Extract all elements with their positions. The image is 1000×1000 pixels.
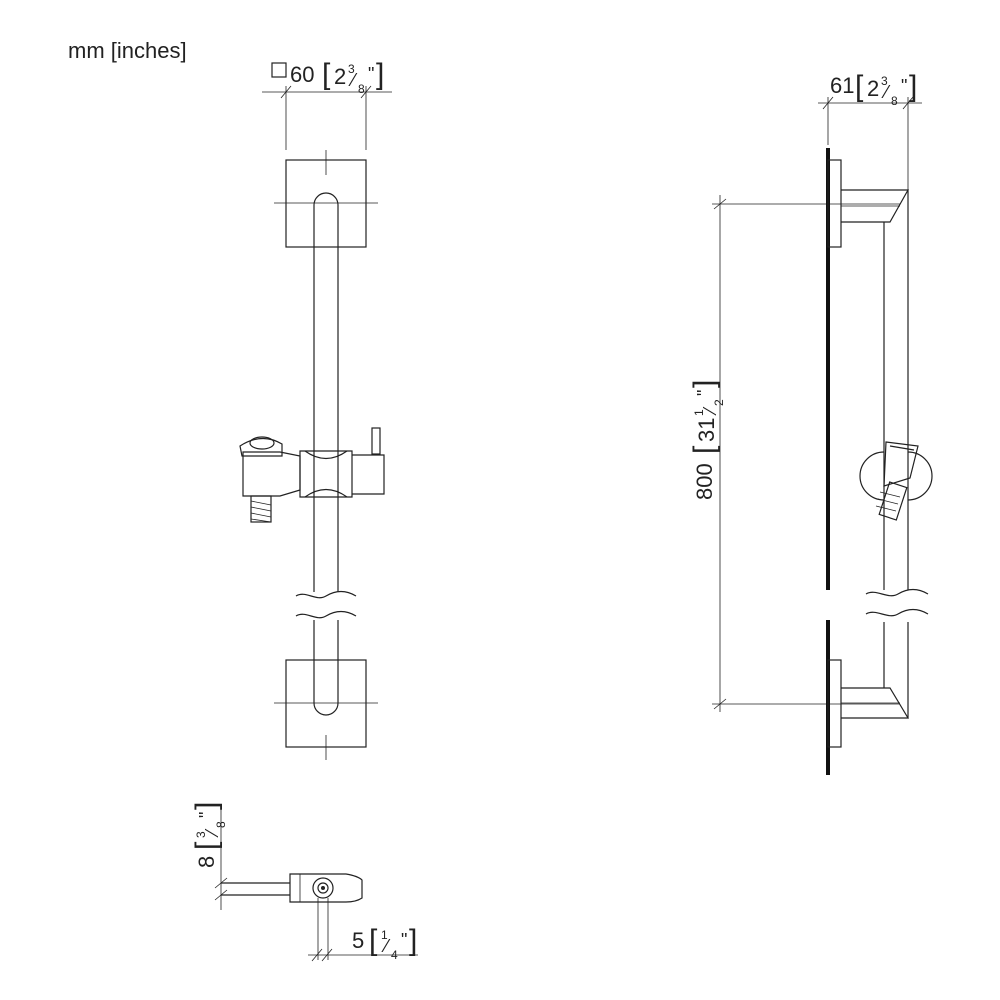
side-length-in-slash: ⁄ [700, 406, 720, 416]
bottom-wall-bracket [285, 659, 367, 748]
front-width-in-whole: 2 [334, 64, 346, 89]
bottom-detail-view: 8 [ 3 ⁄ 8 " ] 5 [ 1 ⁄ 4 [190, 802, 418, 962]
front-width-in-den: 8 [358, 82, 365, 96]
bottom-gap-bracket-open: [ [369, 924, 378, 957]
bottom-gap-inch-mark: " [401, 930, 407, 950]
bottom-slider-knob [312, 877, 334, 899]
front-width-mm: 60 [290, 62, 314, 87]
bottom-offset-mm: 8 [194, 856, 219, 868]
bottom-offset-dimension: 8 [ 3 ⁄ 8 " ] [190, 802, 228, 910]
front-width-in-num: 3 [348, 62, 355, 76]
front-width-dimension: 60 [ 2 3 ⁄ 8 " ] [262, 58, 392, 150]
side-depth-in-slash: ⁄ [881, 82, 891, 102]
side-depth-in-whole: 2 [867, 76, 879, 101]
side-depth-dimension: 61 [ 2 3 ⁄ 8 " ] [818, 70, 922, 190]
bottom-offset-in-slash: ⁄ [202, 828, 222, 838]
square-symbol [271, 62, 287, 78]
front-width-in-slash: ⁄ [348, 70, 358, 90]
side-length-mm: 800 [692, 463, 717, 500]
bottom-gap-dimension: 5 [ 1 ⁄ 4 " ] [308, 898, 418, 962]
side-length-bracket-open: [ [688, 445, 721, 454]
bottom-gap-mm: 5 [352, 928, 364, 953]
side-length-in-num: 1 [692, 409, 706, 416]
side-slider [859, 441, 933, 521]
front-width-bracket-close: ] [376, 58, 384, 91]
bottom-gap-in-slash: ⁄ [381, 936, 391, 956]
side-length-bracket-close: ] [688, 380, 721, 388]
units-label: mm [inches] [68, 38, 187, 63]
bottom-offset-bracket-open: [ [190, 841, 223, 850]
bottom-offset-in-den: 8 [214, 821, 228, 828]
bottom-offset-inch-mark: " [196, 812, 216, 818]
side-depth-inch-mark: " [901, 76, 907, 96]
side-depth-bracket-close: ] [909, 70, 917, 103]
shower-rail-lower [313, 620, 339, 716]
bottom-gap-bracket-close: ] [409, 924, 417, 957]
front-view: 60 [ 2 3 ⁄ 8 " ] [239, 58, 392, 760]
shower-slider [239, 427, 385, 523]
side-length-dimension: 800 [ 31 1 ⁄ 2 " ] [688, 195, 900, 712]
side-depth-mm: 61 [830, 73, 854, 98]
bottom-gap-in-den: 4 [391, 948, 398, 962]
side-depth-bracket-open: [ [855, 70, 864, 103]
bottom-gap-in-num: 1 [381, 928, 388, 942]
bottom-offset-bracket-close: ] [190, 802, 223, 810]
side-length-in-den: 2 [712, 399, 726, 406]
side-length-inch-mark: " [694, 390, 714, 396]
side-view: 61 [ 2 3 ⁄ 8 " ] 800 [ 31 1 [688, 70, 933, 775]
shower-rail [313, 192, 339, 592]
front-width-bracket-open: [ [322, 58, 331, 91]
side-depth-in-den: 8 [891, 94, 898, 108]
hose-thread [250, 495, 272, 523]
side-length-in-whole: 31 [694, 418, 719, 442]
bottom-slider-body [289, 873, 363, 903]
front-width-inch-mark: " [368, 64, 374, 84]
bottom-offset-in-num: 3 [194, 831, 208, 838]
side-depth-in-num: 3 [881, 74, 888, 88]
slider-release-button [371, 427, 381, 455]
